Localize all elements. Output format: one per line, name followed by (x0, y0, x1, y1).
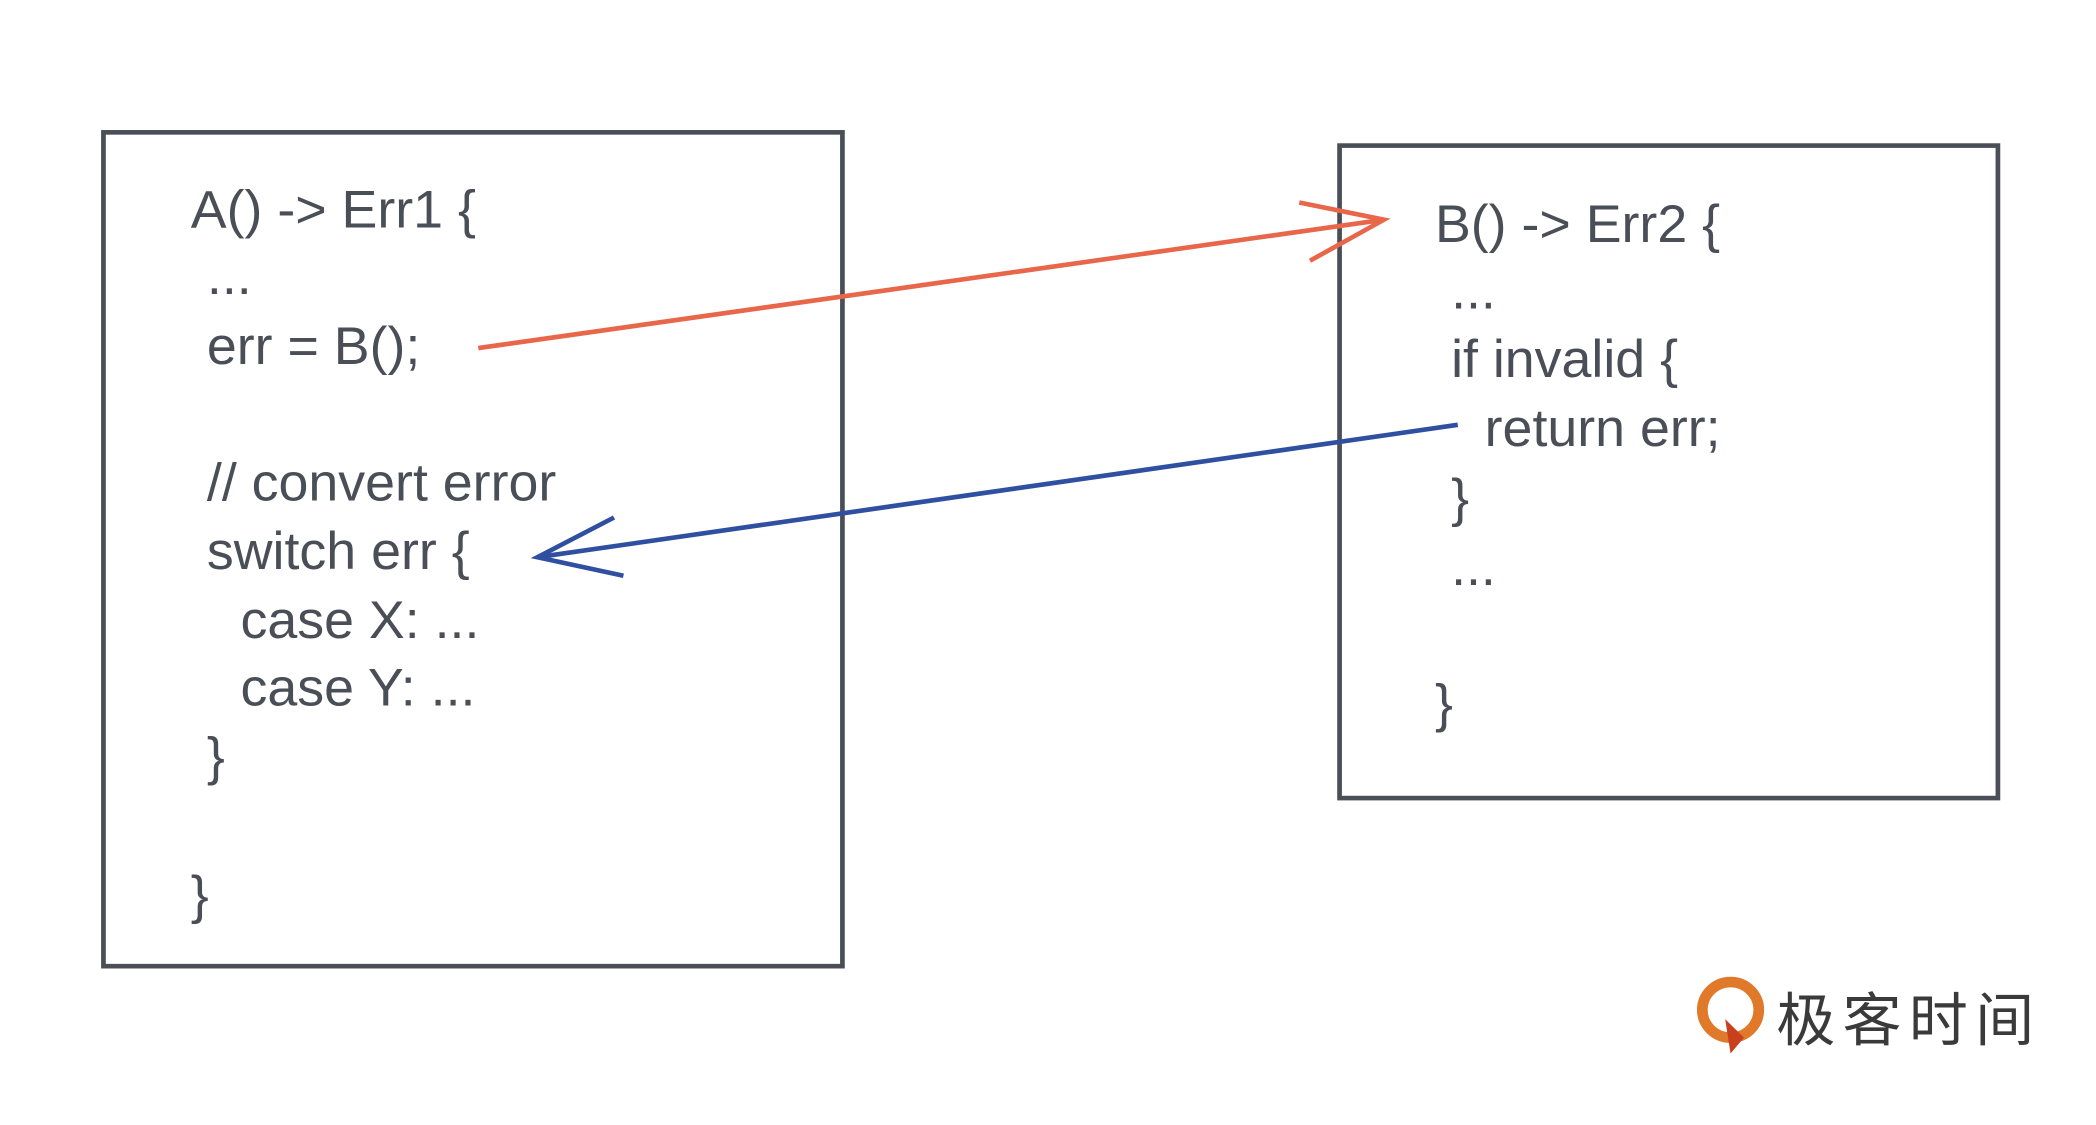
code-line: err = B(); (207, 317, 420, 376)
code-line: case X: ... (241, 591, 480, 650)
return-arrow-line (537, 422, 1459, 560)
code-line: switch err { (207, 522, 470, 581)
return-arrow (530, 422, 1459, 578)
code-line: case Y: ... (241, 659, 476, 718)
code-line: ... (1451, 538, 1496, 597)
logo-text: 极客时间 (1776, 987, 2034, 1054)
function-b-box (1337, 143, 2001, 801)
call-arrow (477, 200, 1391, 351)
logo-icon-tail (1725, 1019, 1744, 1054)
code-line: } (207, 728, 225, 787)
code-line: ... (207, 247, 252, 306)
code-line: } (191, 867, 209, 926)
code-line: // convert error (207, 454, 556, 513)
function-a-box (101, 130, 845, 969)
call-arrow-head (1298, 200, 1391, 263)
code-line: ... (1451, 262, 1496, 321)
function-a-code: A() -> Err1 { ... err = B(); // convert … (191, 181, 556, 925)
return-arrow-head (530, 515, 624, 578)
code-line: } (1435, 675, 1453, 734)
call-arrow-line (477, 217, 1385, 351)
code-line: if invalid { (1451, 331, 1678, 390)
code-line: B() -> Err2 { (1435, 196, 1720, 255)
code-line: } (1451, 470, 1469, 529)
code-line: return err; (1485, 399, 1721, 458)
function-b-code: B() -> Err2 { ... if invalid { return er… (1435, 196, 1721, 734)
code-line: A() -> Err1 { (191, 181, 476, 240)
geektime-logo: 极客时间 (1696, 976, 2034, 1054)
